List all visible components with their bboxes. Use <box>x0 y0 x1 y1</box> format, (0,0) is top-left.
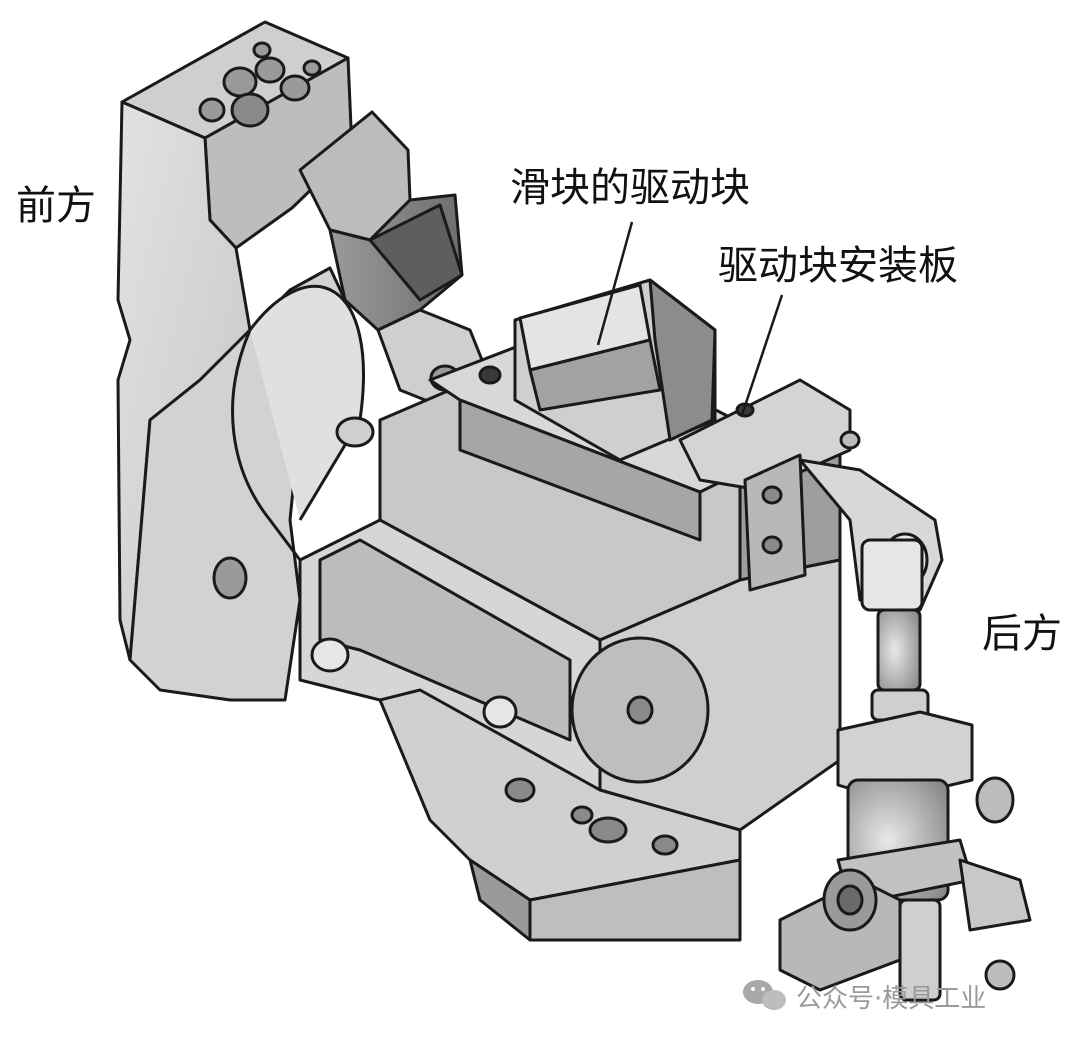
angled-heel <box>298 110 492 412</box>
leader-line-mount-plate <box>740 294 784 416</box>
label-front: 前方 <box>16 183 96 229</box>
watermark-text: 公众号·模具工业 <box>796 984 987 1014</box>
leader-line-drive-block <box>596 221 634 346</box>
label-slider-drive-block: 滑块的驱动块 <box>510 165 750 211</box>
slider-drive-block <box>478 278 717 462</box>
front-block <box>116 20 365 702</box>
wechat-icon <box>743 980 786 1010</box>
rear-cylinder-assembly <box>778 538 1032 1002</box>
label-rear: 后方 <box>982 611 1062 657</box>
label-drive-block-mount-plate: 驱动块安装板 <box>718 243 958 289</box>
base-plate <box>378 688 742 942</box>
